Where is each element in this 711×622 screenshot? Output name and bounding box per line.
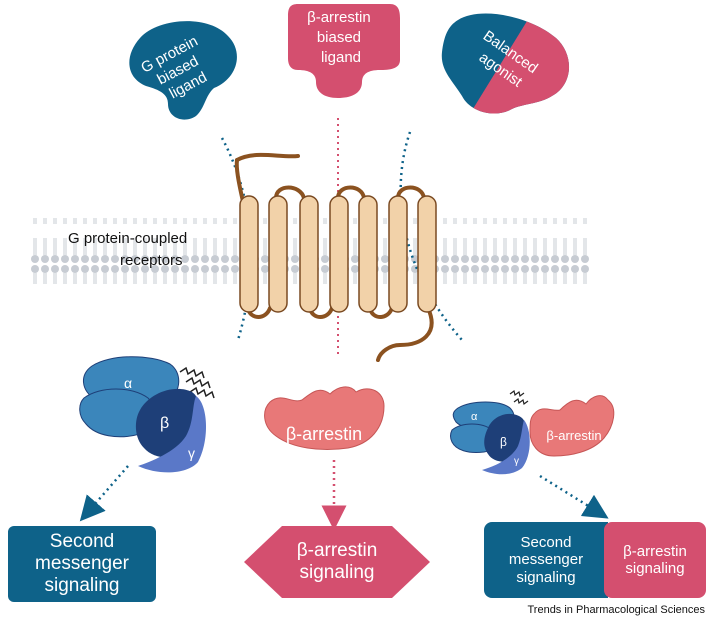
arrestin-signaling-label-right: β-arrestin signaling — [623, 542, 687, 577]
arrestin-signaling-box-right: β-arrestin signaling — [604, 522, 706, 598]
second-messenger-box-right: Second messenger signaling — [484, 522, 608, 598]
alpha-label: α — [124, 375, 132, 391]
svg-text:β-arrestin biased: β-arrestin biased ligand — [307, 9, 375, 66]
g-protein-complex-right: α β γ — [450, 389, 530, 475]
second-messenger-box-left: Second messenger signaling — [8, 526, 156, 602]
beta-label-right: β — [500, 435, 507, 449]
second-messenger-label-right: Second messenger signaling — [508, 534, 584, 586]
balanced-agonist: Balanced agonist — [441, 13, 570, 114]
receptor-label-line1: G protein-coupled — [68, 230, 187, 247]
g-protein-complex-left: α β γ — [79, 356, 215, 473]
receptor-label-line2: receptors — [120, 252, 183, 269]
beta-arrestin-center: β-arrestin — [264, 386, 385, 450]
gamma-label-right: γ — [514, 456, 519, 467]
second-messenger-label: Second messenger signaling — [35, 531, 129, 596]
gamma-label: γ — [188, 445, 195, 461]
arrestin-signaling-label: β-arrestin signaling — [296, 540, 378, 583]
arrestin-signaling-hexagon — [244, 526, 430, 598]
beta-arrestin-label-right: β-arrestin — [546, 428, 601, 443]
beta-label: β — [160, 415, 169, 432]
journal-credit: Trends in Pharmacological Sciences — [527, 604, 705, 616]
beta-arrestin-label: β-arrestin — [286, 424, 362, 444]
alpha-label-right: α — [471, 411, 478, 423]
g-protein-biased-ligand: G protein biased ligand — [129, 21, 237, 120]
receptor-label: G protein-coupled receptors — [68, 230, 191, 269]
beta-arrestin-right: β-arrestin — [529, 395, 615, 457]
arrestin-signaling-label-box: β-arrestin signaling — [282, 528, 392, 596]
signaling-arrows — [79, 460, 609, 531]
arrestin-biased-ligand: β-arrestin biased ligand — [288, 4, 400, 98]
transmembrane-helices — [239, 195, 437, 313]
